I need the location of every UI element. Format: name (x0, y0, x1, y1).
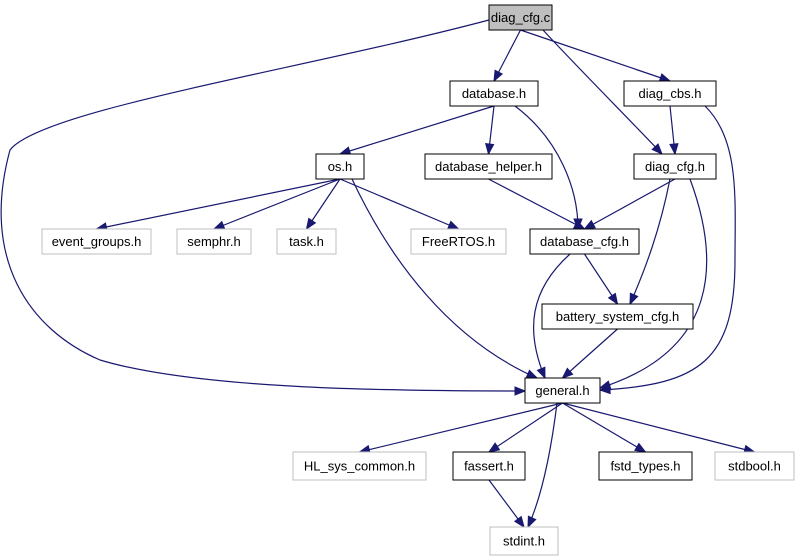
edge-diag_cfg_h-to-general_h (598, 178, 708, 390)
node-os-h[interactable]: os.h (315, 153, 365, 180)
edge-general_h-to-hl_sys_common_h (358, 402, 563, 455)
edge-database_h-to-os_h (338, 105, 495, 156)
node-label: task.h (289, 234, 324, 249)
node-label: database_cfg.h (540, 234, 629, 249)
node-label: battery_system_cfg.h (556, 309, 680, 324)
node-battery-system-cfg-h[interactable]: battery_system_cfg.h (541, 303, 694, 330)
node-diag-cbs-h[interactable]: diag_cbs.h (623, 80, 717, 107)
edge-database_helper_h-to-database_cfg_h (488, 178, 586, 230)
node-label: event_groups.h (52, 234, 142, 249)
node-database-h[interactable]: database.h (449, 80, 539, 107)
node-label: database_helper.h (435, 159, 542, 174)
node-fstd-types-h[interactable]: fstd_types.h (598, 451, 693, 481)
node-stdint-h: stdint.h (489, 526, 559, 556)
edge-diag_cfg_c-to-general_h (0, 19, 527, 396)
node-freertos-h: FreeRTOS.h (410, 228, 507, 255)
node-hl-sys-common-h: HL_sys_common.h (292, 451, 427, 481)
node-general-h[interactable]: general.h (524, 377, 601, 404)
node-label: FreeRTOS.h (422, 234, 495, 249)
node-fassert-h[interactable]: fassert.h (452, 451, 526, 481)
edge-diag_cfg_c-to-diag_cbs_h (520, 29, 672, 83)
node-label: diag_cfg.c (491, 10, 551, 25)
node-stdbool-h: stdbool.h (714, 451, 795, 481)
edge-diag_cbs_h-to-diag_cfg_h (669, 105, 679, 156)
node-semphr-h: semphr.h (176, 228, 252, 255)
edge-database_cfg_h-to-general_h (532, 253, 571, 380)
node-label: diag_cfg.h (645, 159, 705, 174)
edge-battery_system_cfg_h-to-general_h (561, 328, 618, 379)
node-diag-cfg-c[interactable]: diag_cfg.c (488, 4, 553, 31)
edge-database_cfg_h-to-battery_system_cfg_h (583, 253, 619, 306)
edge-general_h-to-stdbool_h (562, 402, 756, 454)
node-label: HL_sys_common.h (304, 459, 415, 474)
edge-general_h-to-stdint_h (527, 402, 558, 529)
node-database-helper-h[interactable]: database_helper.h (424, 153, 553, 180)
edge-general_h-to-fassert_h (487, 402, 563, 453)
node-label: os.h (328, 159, 353, 174)
node-label: diag_cbs.h (639, 86, 702, 101)
node-label: general.h (535, 383, 589, 398)
node-diag-cfg-h[interactable]: diag_cfg.h (633, 153, 717, 180)
edge-diag_cfg_c-to-diag_cfg_h (542, 29, 663, 155)
edge-os_h-to-semphr_h (212, 178, 341, 230)
edge-layer (0, 19, 756, 529)
node-label: stdint.h (503, 534, 545, 549)
edge-os_h-to-freertos_h (339, 178, 460, 230)
node-task-h: task.h (276, 228, 337, 255)
node-label: fassert.h (464, 459, 514, 474)
edge-diag_cfg_h-to-battery_system_cfg_h (629, 178, 671, 306)
node-label: database.h (462, 86, 526, 101)
edge-diag_cfg_h-to-database_cfg_h (583, 178, 676, 230)
node-event-groups-h: event_groups.h (41, 228, 152, 255)
node-label: fstd_types.h (610, 459, 680, 474)
node-label: stdbool.h (728, 459, 781, 474)
edge-fassert_h-to-stdint_h (488, 479, 525, 529)
edge-os_h-to-task_h (305, 178, 341, 231)
edge-os_h-to-general_h (351, 178, 539, 379)
edge-os_h-to-event_groups_h (95, 178, 341, 232)
node-database-cfg-h[interactable]: database_cfg.h (529, 228, 640, 255)
edge-general_h-to-fstd_types_h (562, 402, 647, 453)
node-label: semphr.h (187, 234, 240, 249)
edge-database_h-to-database_helper_h (484, 105, 495, 156)
edge-diag_cfg_c-to-database_h (493, 29, 522, 83)
node-layer: diag_cfg.c database.h diag_cbs.h os.h databa… (41, 4, 795, 556)
